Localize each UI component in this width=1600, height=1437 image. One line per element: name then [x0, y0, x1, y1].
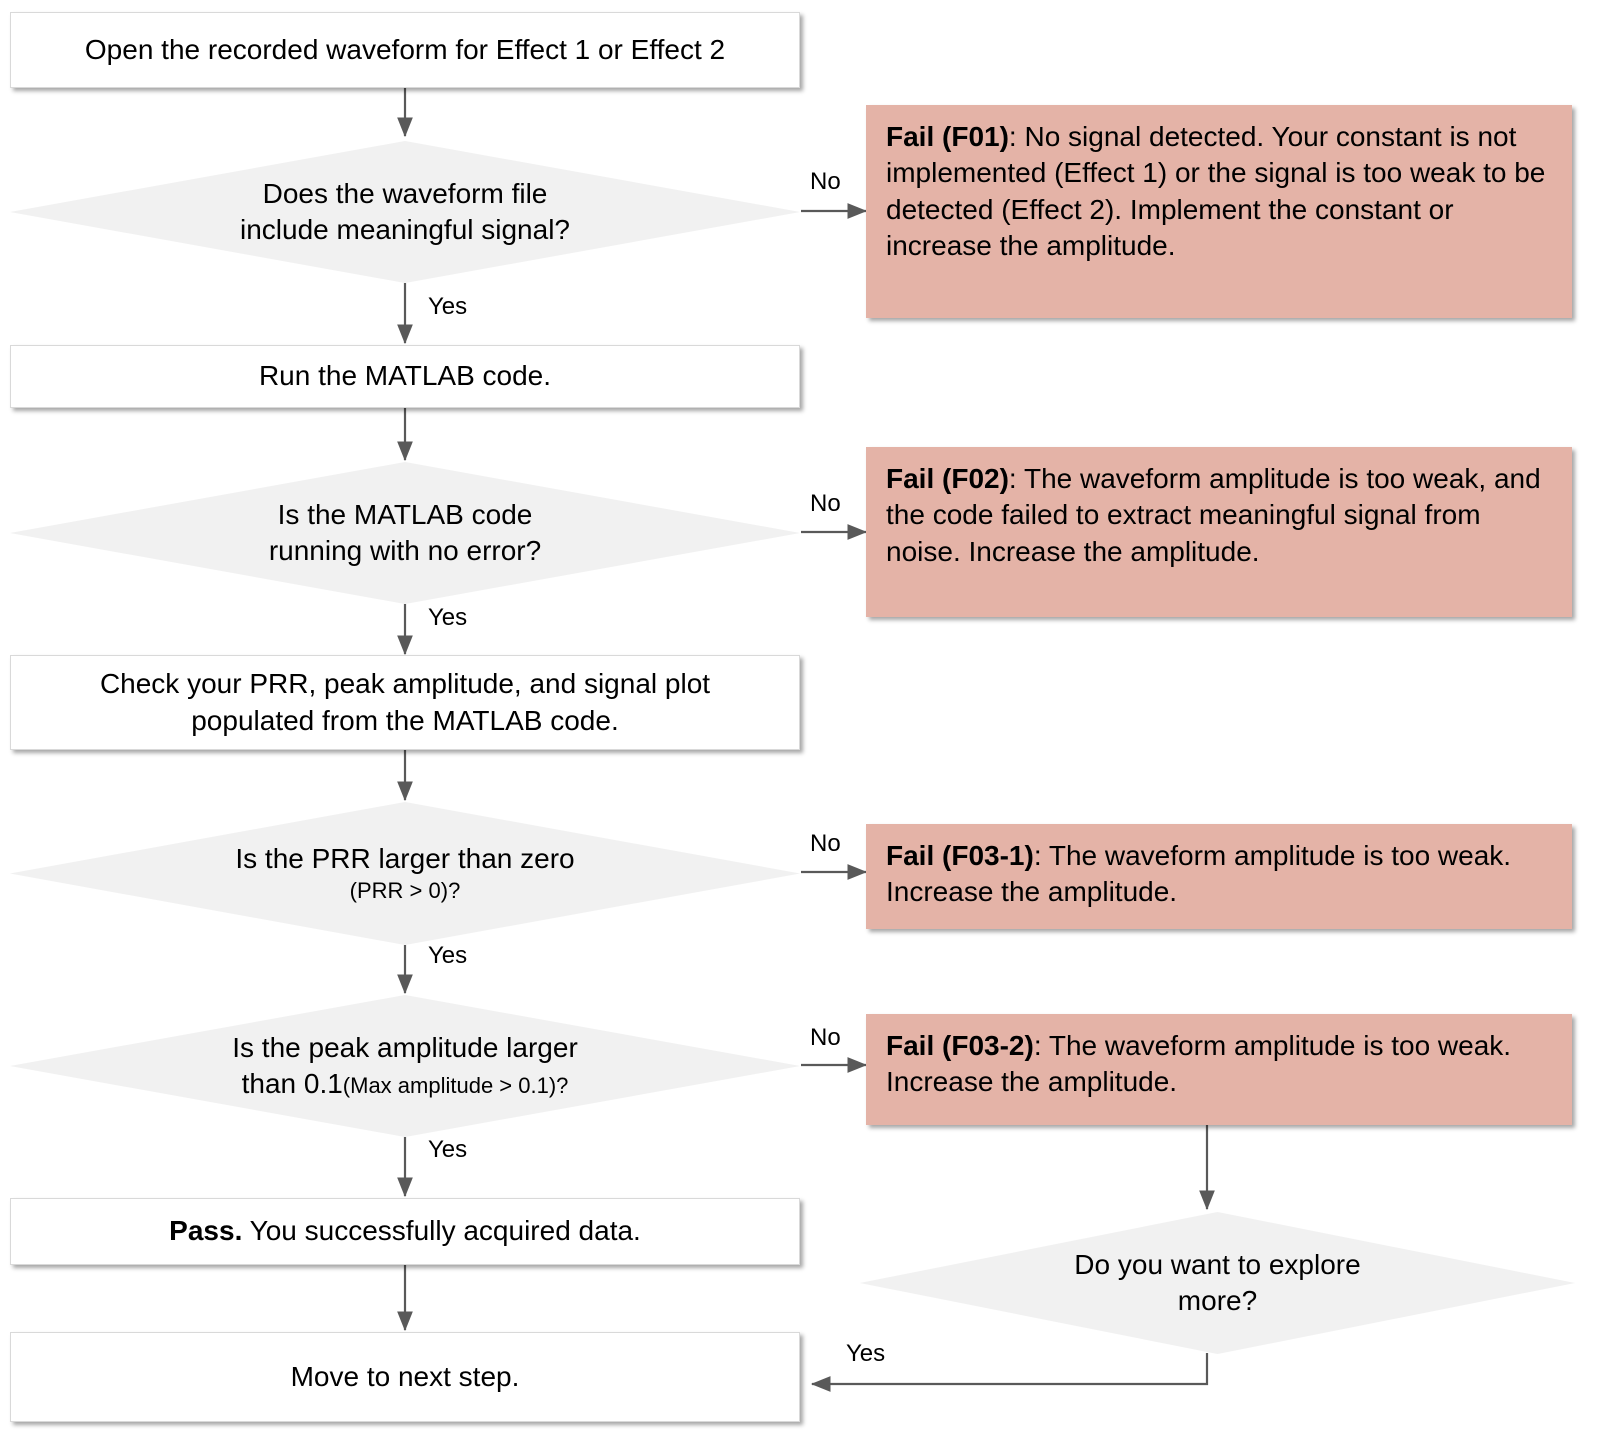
fail-box-f03-2-text: Fail (F03-2): The waveform amplitude is …	[886, 1028, 1554, 1101]
q5-line2: more?	[1177, 1285, 1258, 1316]
node-check-prr-label: Check your PRR, peak amplitude, and sign…	[100, 666, 710, 739]
fail-box-f02-label: Fail (F02)	[886, 463, 1009, 494]
node-move-next: Move to next step.	[10, 1332, 800, 1422]
fail-box-f01: Fail (F01): No signal detected. Your con…	[866, 105, 1572, 318]
fail-box-f03-1-body: : The waveform amplitude is too weak. In…	[886, 840, 1512, 908]
fail-box-f03-1-text: Fail (F03-1): The waveform amplitude is …	[886, 838, 1554, 911]
edge-label-no-4: No	[810, 1024, 841, 1051]
edge-label-yes-2: Yes	[428, 604, 468, 631]
fail-box-f02-text: Fail (F02): The waveform amplitude is to…	[886, 461, 1554, 570]
node-q-prr-gt-zero: Is the PRR larger than zero (PRR > 0)?	[10, 802, 800, 945]
node-q-peak-amplitude: Is the peak amplitude larger than 0.1(Ma…	[10, 995, 800, 1137]
node-q-explore-more-label: Do you want to explore more?	[1074, 1247, 1360, 1320]
node-pass-bold: Pass.	[169, 1215, 243, 1247]
node-open-waveform: Open the recorded waveform for Effect 1 …	[10, 12, 800, 88]
edge-label-yes-3: Yes	[428, 942, 468, 969]
node-open-waveform-label: Open the recorded waveform for Effect 1 …	[84, 33, 726, 65]
edge-label-no-1: No	[810, 168, 841, 195]
fail-box-f01-body: : No signal detected. Your constant is n…	[886, 121, 1546, 262]
fail-box-f03-2-body: : The waveform amplitude is too weak. In…	[886, 1030, 1512, 1098]
fail-box-f01-label: Fail (F01)	[886, 121, 1009, 152]
q1-line2: include meaningful signal?	[240, 214, 570, 245]
q4-line2: than 0.1(Max amplitude > 0.1)?	[232, 1066, 578, 1102]
q3-line1: Is the PRR larger than zero	[235, 843, 575, 874]
edge-label-yes-explore: Yes	[846, 1340, 886, 1367]
node-pass-rest: You successfully acquired data.	[242, 1215, 641, 1247]
node-q-meaningful-signal: Does the waveform file include meaningfu…	[10, 141, 800, 283]
node-q-no-error: Is the MATLAB code running with no error…	[10, 462, 800, 604]
fail-box-f03-2: Fail (F03-2): The waveform amplitude is …	[866, 1014, 1572, 1125]
q2-line2: running with no error?	[268, 535, 542, 566]
node-move-next-label: Move to next step.	[290, 1360, 520, 1392]
node-q-explore-more: Do you want to explore more?	[860, 1212, 1575, 1354]
q3-line2-small: (PRR > 0)?	[349, 878, 461, 904]
q4-line2-small: (Max amplitude > 0.1)?	[342, 1073, 569, 1098]
node-run-matlab-label: Run the MATLAB code.	[258, 360, 552, 392]
check-prr-line2: populated from the MATLAB code.	[191, 704, 619, 736]
edge-label-no-3: No	[810, 830, 841, 857]
fail-box-f03-1-label: Fail (F03-1)	[886, 840, 1034, 871]
edge-label-yes-1: Yes	[428, 293, 468, 320]
q5-line1: Do you want to explore	[1074, 1248, 1361, 1280]
fail-box-f02: Fail (F02): The waveform amplitude is to…	[866, 447, 1572, 617]
node-q-prr-gt-zero-label: Is the PRR larger than zero (PRR > 0)?	[235, 841, 574, 906]
node-run-matlab: Run the MATLAB code.	[10, 345, 800, 408]
edge-label-no-2: No	[810, 490, 841, 517]
fail-box-f01-text: Fail (F01): No signal detected. Your con…	[886, 119, 1554, 265]
edge-label-yes-4: Yes	[428, 1136, 468, 1163]
q4-line1: Is the peak amplitude larger	[232, 1031, 578, 1063]
fail-box-f03-1: Fail (F03-1): The waveform amplitude is …	[866, 824, 1572, 929]
q4-line2-main: than 0.1	[241, 1068, 343, 1099]
node-pass: Pass. You successfully acquired data.	[10, 1198, 800, 1265]
fail-box-f03-2-label: Fail (F03-2)	[886, 1030, 1034, 1061]
node-q-no-error-label: Is the MATLAB code running with no error…	[269, 497, 541, 570]
check-prr-line1: Check your PRR, peak amplitude, and sign…	[99, 668, 711, 700]
node-pass-label: Pass. You successfully acquired data.	[169, 1213, 641, 1249]
fail-box-f02-body: : The waveform amplitude is too weak, an…	[886, 463, 1541, 567]
node-q-meaningful-signal-label: Does the waveform file include meaningfu…	[240, 176, 570, 249]
node-q-peak-amplitude-label: Is the peak amplitude larger than 0.1(Ma…	[232, 1030, 578, 1103]
q2-line1: Is the MATLAB code	[277, 498, 533, 530]
node-check-prr: Check your PRR, peak amplitude, and sign…	[10, 655, 800, 750]
q1-line1: Does the waveform file	[262, 177, 548, 209]
